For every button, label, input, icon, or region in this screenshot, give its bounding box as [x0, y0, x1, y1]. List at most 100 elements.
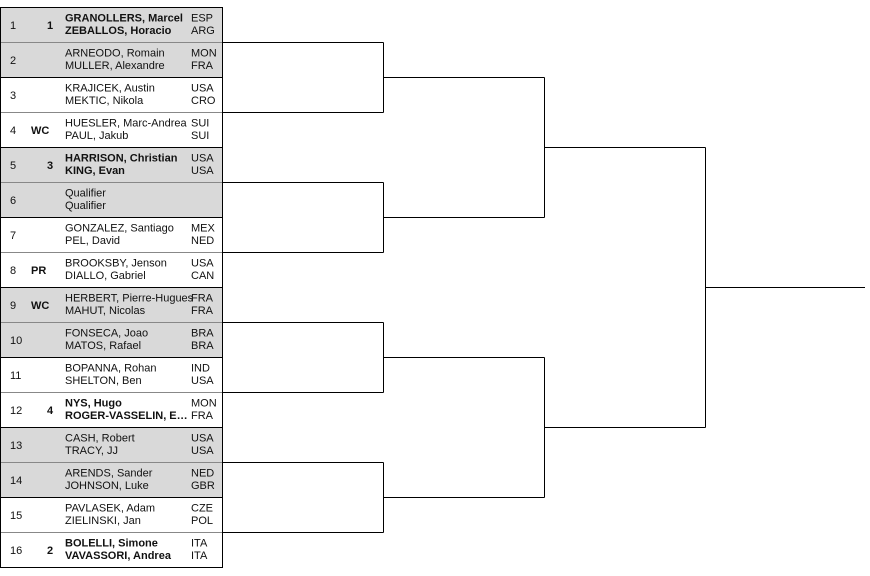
- entry-number: 5: [10, 160, 16, 172]
- entry-number: 16: [10, 545, 22, 557]
- entry-number: 9: [10, 300, 16, 312]
- entry-background: [0, 322, 223, 358]
- entry-tag: 2: [47, 545, 53, 557]
- player-name: BOLELLI, Simone: [65, 538, 158, 550]
- player-name: PAVLASEK, Adam: [65, 503, 155, 515]
- entry-number: 8: [10, 265, 16, 277]
- entry-number: 12: [10, 405, 22, 417]
- entry-number: 4: [10, 125, 16, 137]
- player-country: SUI: [191, 118, 209, 130]
- entry-background: [0, 182, 223, 218]
- entry-number: 2: [10, 55, 16, 67]
- player-name: NYS, Hugo: [65, 398, 122, 410]
- player-country: MEX: [191, 223, 216, 235]
- player-name: TRACY, JJ: [65, 445, 118, 457]
- entry-number: 11: [10, 370, 21, 382]
- player-name: FONSECA, Joao: [65, 328, 148, 340]
- player-country: FRA: [191, 293, 214, 305]
- player-country: USA: [191, 445, 214, 457]
- player-name: ARNEODO, Romain: [65, 48, 165, 60]
- player-country: USA: [191, 83, 214, 95]
- player-country: MON: [191, 48, 217, 60]
- entry-number: 6: [10, 195, 16, 207]
- player-name: BOPANNA, Rohan: [65, 363, 157, 375]
- player-name: Qualifier: [65, 188, 106, 200]
- player-name: MULLER, Alexandre: [65, 60, 165, 72]
- player-name: ZEBALLOS, Horacio: [65, 25, 172, 37]
- player-country: IND: [191, 363, 210, 375]
- player-name: HUESLER, Marc-Andrea: [65, 118, 188, 130]
- player-country: ITA: [191, 538, 208, 550]
- player-country: NED: [191, 468, 214, 480]
- player-name: PAUL, Jakub: [65, 130, 128, 142]
- player-name: ARENDS, Sander: [65, 468, 153, 480]
- player-country: SUI: [191, 130, 209, 142]
- player-name: BROOKSBY, Jenson: [65, 258, 167, 270]
- player-name: GONZALEZ, Santiago: [65, 223, 174, 235]
- entry-tag: PR: [31, 265, 46, 277]
- player-country: USA: [191, 258, 214, 270]
- player-country: FRA: [191, 410, 214, 422]
- entry-number: 1: [10, 20, 16, 32]
- entry-tag: 1: [47, 20, 53, 32]
- entry-tag: WC: [31, 300, 49, 312]
- row-dividers: [0, 42, 223, 533]
- player-name: ROGER-VASSELIN, E…: [65, 410, 188, 422]
- player-name: GRANOLLERS, Marcel: [65, 13, 183, 25]
- player-country: ESP: [191, 13, 213, 25]
- player-name: HERBERT, Pierre-Hugues: [65, 293, 194, 305]
- player-name: Qualifier: [65, 200, 106, 212]
- player-name: CASH, Robert: [65, 433, 135, 445]
- player-country: USA: [191, 375, 214, 387]
- entry-number: 14: [10, 475, 22, 487]
- player-name: MAHUT, Nicolas: [65, 305, 146, 317]
- entry-background: [0, 112, 223, 148]
- draw-frame: [0, 7, 223, 568]
- player-country: ARG: [191, 25, 215, 37]
- entry-background: [0, 7, 223, 43]
- entry-background: [0, 42, 223, 78]
- player-name: ZIELINSKI, Jan: [65, 515, 141, 527]
- player-name: KING, Evan: [65, 165, 125, 177]
- entry-tag: 3: [47, 160, 53, 172]
- entry-number: 7: [10, 230, 16, 242]
- player-country: FRA: [191, 305, 214, 317]
- entry-number: 13: [10, 440, 22, 452]
- player-country: CAN: [191, 270, 214, 282]
- entry-tag: WC: [31, 125, 49, 137]
- player-name: JOHNSON, Luke: [65, 480, 149, 492]
- entry-background: [0, 532, 223, 568]
- player-country: CZE: [191, 503, 213, 515]
- player-country: ITA: [191, 550, 208, 562]
- entry-background: [0, 77, 223, 113]
- player-country: GBR: [191, 480, 215, 492]
- player-name: MEKTIC, Nikola: [65, 95, 144, 107]
- draw-entry: 1 1 GRANOLLERS, Marcel ESP ZEBALLOS, Horacio…: [0, 7, 223, 43]
- player-country: POL: [191, 515, 213, 527]
- entry-background: [0, 357, 223, 393]
- player-country: USA: [191, 165, 214, 177]
- entry-background: [0, 392, 223, 428]
- entry-number: 10: [10, 335, 22, 347]
- player-country: BRA: [191, 328, 214, 340]
- entry-background: [0, 427, 223, 463]
- player-country: MON: [191, 398, 217, 410]
- entry-background: [0, 497, 223, 533]
- bracket-lines: [222, 42, 865, 533]
- player-country: CRO: [191, 95, 216, 107]
- player-name: PEL, David: [65, 235, 120, 247]
- player-country: USA: [191, 153, 214, 165]
- player-country: NED: [191, 235, 214, 247]
- entry-background: [0, 287, 223, 323]
